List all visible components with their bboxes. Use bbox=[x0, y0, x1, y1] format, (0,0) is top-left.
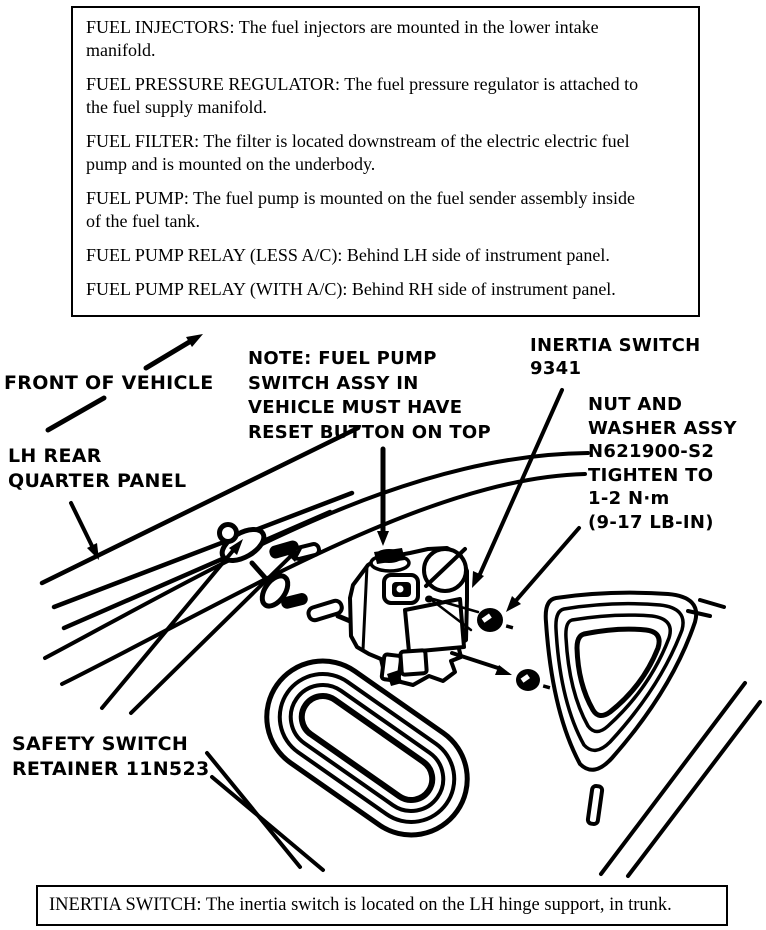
triangular-opening bbox=[543, 590, 726, 772]
label-line: WASHER ASSY bbox=[588, 417, 737, 439]
stud-dot bbox=[425, 595, 433, 603]
info-paragraph: FUEL PUMP RELAY (WITH A/C): Behind RH si… bbox=[86, 278, 685, 301]
info-paragraph: FUEL FILTER: The filter is located downs… bbox=[86, 130, 685, 176]
callout-arrows bbox=[45, 334, 581, 715]
label-line: INERTIA SWITCH bbox=[530, 335, 701, 356]
quarter-panel-leader bbox=[69, 501, 95, 550]
nut-washer-leader bbox=[511, 526, 581, 606]
front-of-vehicle-arrow bbox=[143, 338, 194, 371]
label-line: QUARTER PANEL bbox=[8, 470, 187, 492]
nut-upper bbox=[477, 608, 503, 632]
label-line: NUT AND bbox=[588, 394, 683, 415]
label-line: 1-2 N·m bbox=[588, 488, 670, 509]
info-line: the fuel supply manifold. bbox=[86, 97, 267, 117]
info-paragraph: FUEL PUMP: The fuel pump is mounted on t… bbox=[86, 187, 685, 233]
safety-switch-retainer-label: SAFETY SWITCH RETAINER 11N523 bbox=[12, 732, 210, 782]
label-line: SWITCH ASSY IN bbox=[248, 372, 419, 394]
label-line: N621900-S2 bbox=[588, 441, 715, 462]
label-line: TIGHTEN TO bbox=[588, 464, 714, 486]
label-line: (9-17 LB-IN) bbox=[588, 511, 714, 533]
info-line: manifold. bbox=[86, 40, 156, 60]
info-line: FUEL PUMP RELAY (WITH A/C): Behind RH si… bbox=[86, 279, 616, 299]
inertia-switch-body bbox=[348, 546, 480, 687]
label-line: VEHICLE MUST HAVE bbox=[248, 397, 463, 418]
inertia-switch-label: INERTIA SWITCH 9341 bbox=[530, 334, 701, 380]
lower-left-crease-lines bbox=[205, 751, 325, 872]
switch-window bbox=[403, 597, 466, 654]
safety-retainer-leader bbox=[129, 550, 297, 715]
fuel-system-info-box: FUEL INJECTORS: The fuel injectors are m… bbox=[71, 6, 700, 317]
nut-and-washer-parts bbox=[477, 608, 551, 691]
info-line: FUEL PUMP: The fuel pump is mounted on t… bbox=[86, 188, 635, 208]
inertia-switch-leader bbox=[478, 388, 564, 576]
info-line: FUEL PRESSURE REGULATOR: The fuel pressu… bbox=[86, 74, 639, 94]
caption-text: INERTIA SWITCH: The inertia switch is lo… bbox=[49, 895, 672, 915]
fuel-pump-switch-note-label: NOTE: FUEL PUMP SWITCH ASSY IN VEHICLE M… bbox=[248, 347, 491, 445]
lh-rear-quarter-panel-label: LH REAR QUARTER PANEL bbox=[8, 444, 186, 494]
label-line: RETAINER 11N523 bbox=[12, 758, 210, 780]
label-line: SAFETY SWITCH bbox=[12, 733, 189, 755]
info-paragraph: FUEL PRESSURE REGULATOR: The fuel pressu… bbox=[86, 73, 685, 119]
bottom-right-details bbox=[585, 681, 762, 878]
nut-lower bbox=[516, 669, 540, 691]
label-line: FRONT OF VEHICLE bbox=[4, 372, 214, 394]
label-line: LH REAR bbox=[8, 445, 102, 467]
inertia-switch-caption-box: INERTIA SWITCH: The inertia switch is lo… bbox=[36, 885, 728, 926]
front-of-vehicle-label: FRONT OF VEHICLE bbox=[4, 371, 213, 395]
panel-oblong-opening bbox=[264, 658, 470, 838]
label-line: RESET BUTTON ON TOP bbox=[248, 421, 492, 443]
info-paragraph: FUEL INJECTORS: The fuel injectors are m… bbox=[86, 16, 685, 62]
label-line: 9341 bbox=[530, 358, 582, 379]
safety-retainer-leader bbox=[100, 545, 238, 710]
info-line: pump and is mounted on the underbody. bbox=[86, 154, 376, 174]
nut-washer-label: NUT AND WASHER ASSY N621900-S2 TIGHTEN T… bbox=[588, 393, 737, 534]
wiring-harness bbox=[217, 522, 365, 629]
safety-switch-retainer-clip bbox=[281, 593, 308, 609]
label-line: NOTE: FUEL PUMP bbox=[248, 348, 437, 369]
info-paragraph: FUEL PUMP RELAY (LESS A/C): Behind LH si… bbox=[86, 244, 685, 267]
lower-nut-leader bbox=[450, 651, 500, 670]
info-line: FUEL INJECTORS: The fuel injectors are m… bbox=[86, 17, 599, 37]
info-line: FUEL FILTER: The filter is located downs… bbox=[86, 131, 630, 151]
info-line: of the fuel tank. bbox=[86, 211, 200, 231]
quarter-panel-lines bbox=[39, 425, 590, 686]
mounting-tab bbox=[398, 648, 429, 677]
info-line: FUEL PUMP RELAY (LESS A/C): Behind LH si… bbox=[86, 245, 610, 265]
